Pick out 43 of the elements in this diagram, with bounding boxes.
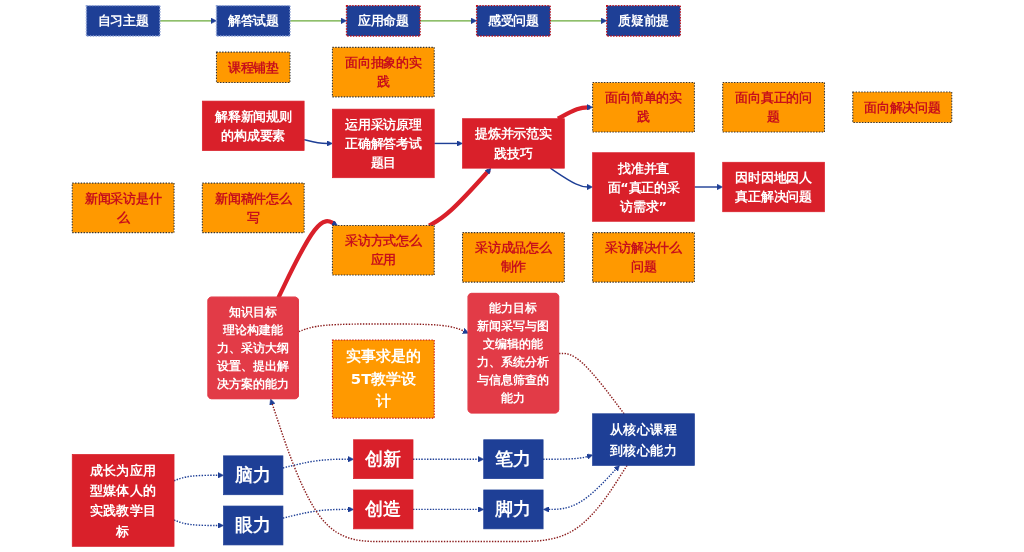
arrow [556, 104, 593, 121]
node-box: 笔力 [483, 439, 544, 479]
node-box: 解答试题 [215, 4, 291, 37]
node-box: 采访方式怎么应用 [331, 225, 435, 276]
node-box: 面向解决问题 [852, 91, 953, 123]
arrow [549, 167, 593, 191]
node-box: 成长为应用型媒体人的实践教学目标 [71, 454, 175, 547]
node-box: 面向真正的问题 [722, 82, 826, 133]
arrow [173, 519, 224, 529]
arrow [428, 167, 492, 228]
node-box: 创造 [353, 489, 414, 530]
node-box: 采访解决什么问题 [592, 232, 695, 283]
arrow [159, 17, 217, 24]
arrow [303, 138, 333, 147]
node-box: 因时因地因人真正解决问题 [722, 161, 825, 213]
node-box: 创新 [353, 439, 414, 479]
node-box: 采访成品怎么制作 [462, 232, 565, 283]
node-box: 运用采访原理正确解答考试题目 [332, 108, 435, 179]
node-box: 找准并直面“真正的采访需求” [592, 152, 695, 222]
connector [558, 352, 625, 415]
arrow [298, 323, 469, 334]
node-box: 从核心课程到核心能力 [592, 413, 695, 466]
arrow [433, 140, 463, 147]
node-box: 应用命题 [345, 4, 421, 37]
node-box: 眼力 [223, 505, 284, 546]
node-box: 课程铺垫 [215, 51, 291, 84]
node-box: 面向抽象的实践 [331, 46, 435, 98]
node-box: 质疑前提 [606, 4, 681, 37]
node-box: 提炼并示范实践技巧 [462, 118, 565, 169]
node-box: 新闻稿件怎么写 [201, 182, 305, 234]
node-box: 实事求是的5T教学设计 [331, 339, 435, 419]
node-box: 面向简单的实践 [592, 82, 695, 133]
node-box: 解释新闻规则的构成要素 [201, 100, 305, 151]
arrow [269, 398, 628, 543]
node-box: 自习主题 [85, 4, 161, 37]
arrow [542, 453, 593, 460]
node-box: 脚力 [483, 489, 544, 530]
node-box: 新闻采访是什么 [71, 182, 175, 234]
node-box: 脑力 [223, 455, 284, 496]
arrow [693, 183, 723, 191]
arrow [543, 465, 620, 513]
arrow [276, 219, 338, 299]
node-box: 感受问题 [475, 4, 551, 37]
